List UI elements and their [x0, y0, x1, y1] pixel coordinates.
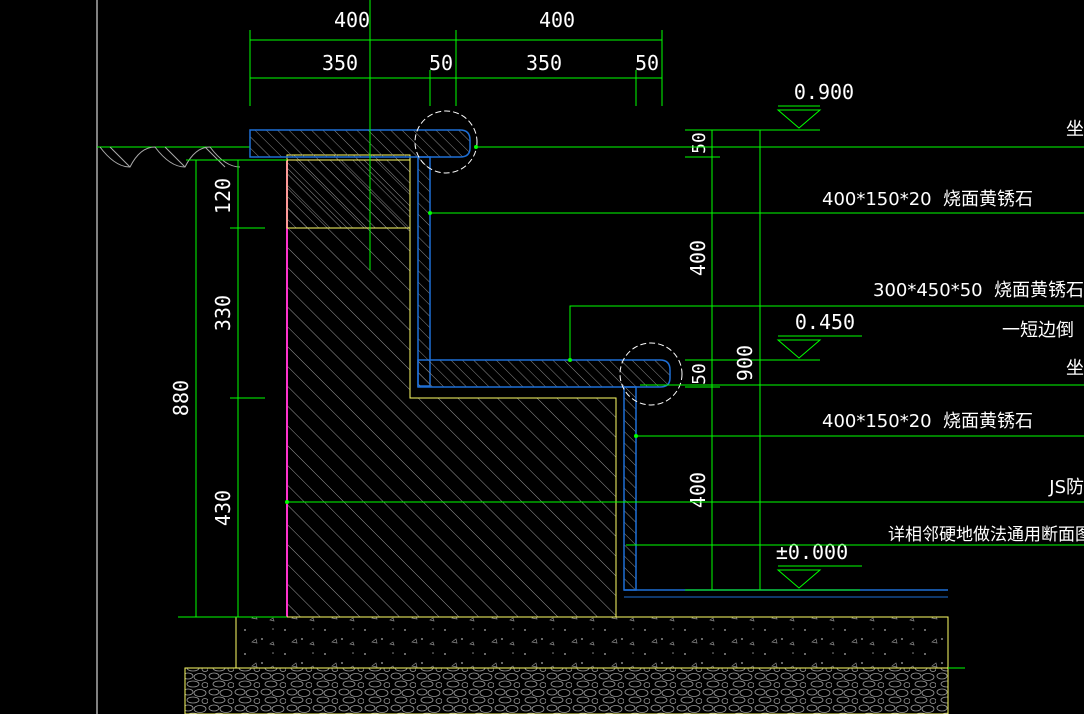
callout-seat-top: 坐	[1066, 119, 1084, 140]
dim-top-50-a: 50	[429, 51, 453, 75]
leader-dots	[285, 145, 638, 504]
dim-right-400-bottom: 400	[686, 472, 710, 508]
dim-left-330: 330	[211, 295, 235, 331]
dim-top-400-right: 400	[539, 8, 575, 32]
dim-left-120: 120	[211, 178, 235, 214]
dim-left-880: 880	[169, 380, 193, 416]
callout-paving-ref: 详相邻硬地做法通用断面图	[888, 525, 1084, 545]
dim-top-350-b: 350	[526, 51, 562, 75]
elevation-top-label: 0.900	[794, 80, 854, 104]
grass-symbol	[99, 146, 241, 168]
elevation-ground-label: ±0.000	[776, 540, 848, 564]
dim-left-430: 430	[211, 490, 235, 526]
dim-top-400-left: 400	[334, 8, 370, 32]
gravel-base	[184, 667, 949, 714]
top-coping-stone	[249, 129, 471, 158]
dim-top-50-b: 50	[635, 51, 659, 75]
left-dimensions	[178, 159, 287, 618]
elevation-marker-mid	[776, 335, 862, 359]
elevation-mid-label: 0.450	[795, 310, 855, 334]
callout-coping-edge: 一短边倒	[1002, 320, 1074, 341]
callout-stone-front: 400*150*20 烧面黄锈石	[822, 411, 1033, 432]
concrete-foundation	[235, 616, 949, 669]
seat-coping-stone	[417, 359, 671, 388]
front-cladding	[623, 386, 637, 591]
top-dimensions	[249, 0, 663, 270]
dim-right-50-top: 50	[689, 132, 710, 154]
elevation-marker-top	[776, 105, 822, 129]
leader-lines	[287, 146, 1084, 546]
elevation-marker-ground	[776, 565, 862, 589]
dim-top-350-a: 350	[322, 51, 358, 75]
upper-fill-block	[286, 159, 411, 229]
dim-right-900: 900	[733, 345, 757, 381]
dim-right-400-top: 400	[686, 240, 710, 276]
callout-waterproof: JS防	[1048, 477, 1084, 498]
dim-right-50-mid: 50	[689, 363, 710, 385]
callout-seat-mid: 坐	[1066, 358, 1084, 379]
callout-stone-back: 400*150*20 烧面黄锈石	[822, 189, 1033, 210]
right-dimensions	[685, 129, 860, 591]
detail-circle-top	[414, 110, 478, 174]
back-cladding	[417, 156, 431, 387]
detail-circle-mid	[619, 342, 683, 406]
callout-coping: 300*450*50 烧面黄锈石压顶	[873, 280, 1084, 301]
